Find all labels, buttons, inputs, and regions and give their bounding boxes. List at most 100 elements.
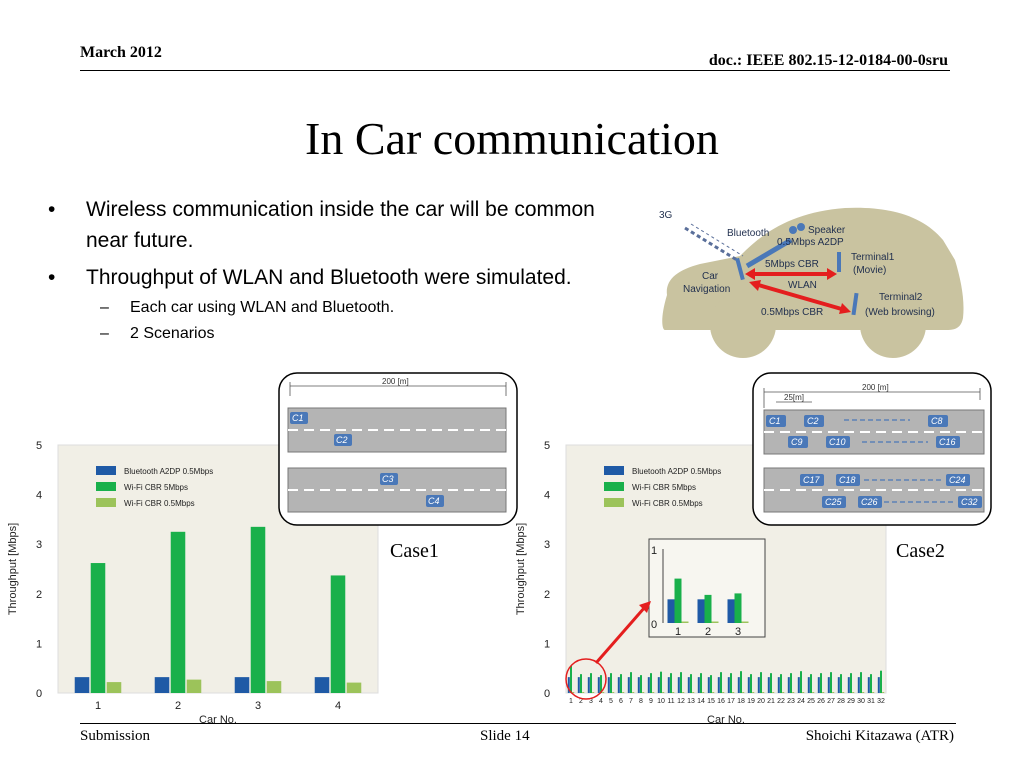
x-tick-label: 2 bbox=[175, 700, 181, 712]
bar bbox=[234, 677, 250, 693]
bar bbox=[266, 681, 282, 693]
bar bbox=[730, 673, 732, 693]
spacing-label: 25[m] bbox=[784, 393, 804, 402]
bar bbox=[592, 692, 595, 693]
bar bbox=[797, 677, 800, 693]
bar bbox=[647, 677, 650, 693]
bar bbox=[757, 677, 760, 693]
car-navigation-device bbox=[735, 257, 745, 281]
bar bbox=[707, 677, 710, 693]
x-tick-label: 20 bbox=[757, 698, 765, 705]
x-axis-label: Car No. bbox=[199, 714, 237, 725]
footer-author: Shoichi Kitazawa (ATR) bbox=[805, 728, 954, 744]
bar bbox=[880, 670, 882, 693]
link-3g bbox=[684, 226, 738, 262]
header-doc-id: doc.: IEEE 802.15-12-0184-00-0sru bbox=[708, 52, 948, 69]
bar bbox=[867, 677, 870, 693]
bar bbox=[640, 675, 642, 693]
y-tick-label: 4 bbox=[36, 490, 42, 502]
label-0.5mbps: 0.5Mbps CBR bbox=[761, 307, 823, 318]
bar bbox=[607, 677, 610, 693]
y-tick-label: 3 bbox=[544, 539, 550, 551]
footer-rule bbox=[80, 723, 956, 724]
bar bbox=[820, 673, 822, 693]
bar bbox=[870, 674, 872, 693]
y-tick-label: 0 bbox=[36, 688, 42, 700]
car-c9: C9 bbox=[788, 436, 808, 448]
bullet-item: •Wireless communication inside the car w… bbox=[48, 198, 595, 252]
legend-label: Bluetooth A2DP 0.5Mbps bbox=[632, 467, 721, 476]
inset-y-tick: 1 bbox=[651, 545, 657, 557]
bar bbox=[330, 575, 346, 693]
car-c10: C10 bbox=[826, 436, 850, 448]
bar bbox=[602, 692, 605, 693]
bar bbox=[154, 677, 170, 693]
bar bbox=[682, 692, 685, 693]
bar bbox=[680, 672, 682, 693]
inset-y-tick: 0 bbox=[651, 619, 657, 631]
legend-swatch bbox=[604, 498, 624, 507]
bar bbox=[610, 673, 612, 693]
x-tick-label: 13 bbox=[687, 698, 695, 705]
distance-label: 200 [m] bbox=[862, 383, 889, 392]
bar bbox=[762, 692, 765, 693]
bar bbox=[882, 692, 885, 693]
terminal1-device bbox=[837, 252, 841, 272]
bar bbox=[186, 679, 202, 693]
bar bbox=[747, 677, 750, 693]
bar bbox=[780, 674, 782, 693]
legend-swatch bbox=[96, 466, 116, 475]
x-tick-label: 19 bbox=[747, 698, 755, 705]
zoom-arrow bbox=[594, 606, 647, 664]
bar bbox=[657, 677, 660, 693]
y-tick-label: 2 bbox=[544, 589, 550, 601]
case1-label: Case1 bbox=[390, 540, 439, 562]
bar bbox=[74, 677, 90, 693]
bullet-list: •Wireless communication inside the car w… bbox=[40, 194, 620, 347]
svg-text:C24: C24 bbox=[949, 475, 966, 485]
bar bbox=[250, 526, 266, 693]
x-tick-label: 9 bbox=[649, 698, 653, 705]
x-tick-label: 12 bbox=[677, 698, 685, 705]
y-tick-label: 5 bbox=[544, 440, 550, 452]
bar bbox=[737, 677, 740, 693]
inset-bar bbox=[674, 578, 682, 623]
x-tick-label: 29 bbox=[847, 698, 855, 705]
svg-text:C3: C3 bbox=[382, 474, 394, 484]
label-speaker: Speaker bbox=[808, 225, 846, 236]
inset-x-tick: 2 bbox=[705, 626, 711, 638]
label-5mbps: 5Mbps CBR bbox=[765, 259, 819, 270]
x-tick-label: 2 bbox=[579, 698, 583, 705]
bar bbox=[617, 677, 620, 693]
bar bbox=[732, 692, 735, 693]
y-tick-label: 1 bbox=[544, 638, 550, 650]
x-tick-label: 32 bbox=[877, 698, 885, 705]
legend-label: Wi-Fi CBR 5Mbps bbox=[124, 483, 188, 492]
x-tick-label: 21 bbox=[767, 698, 775, 705]
svg-text:C10: C10 bbox=[829, 437, 846, 447]
bar bbox=[637, 677, 640, 693]
bar bbox=[872, 692, 875, 693]
svg-text:C2: C2 bbox=[807, 416, 819, 426]
x-tick-label: 26 bbox=[817, 698, 825, 705]
x-tick-label: 15 bbox=[707, 698, 715, 705]
bar bbox=[857, 677, 860, 693]
car-c17: C17 bbox=[800, 474, 824, 486]
x-tick-label: 4 bbox=[335, 700, 341, 712]
inset-bar bbox=[667, 599, 675, 623]
bar bbox=[772, 692, 775, 693]
x-tick-label: 11 bbox=[667, 698, 674, 705]
x-tick-label: 8 bbox=[639, 698, 643, 705]
x-tick-label: 23 bbox=[787, 698, 795, 705]
bar bbox=[720, 672, 722, 693]
y-tick-label: 1 bbox=[36, 638, 42, 650]
bar bbox=[810, 674, 812, 693]
x-tick-label: 1 bbox=[569, 698, 573, 705]
bar bbox=[346, 682, 362, 693]
car-c8: C8 bbox=[928, 415, 948, 427]
bar bbox=[850, 673, 852, 693]
bar bbox=[587, 677, 590, 693]
case2-label: Case2 bbox=[896, 540, 945, 562]
bar bbox=[570, 665, 572, 693]
